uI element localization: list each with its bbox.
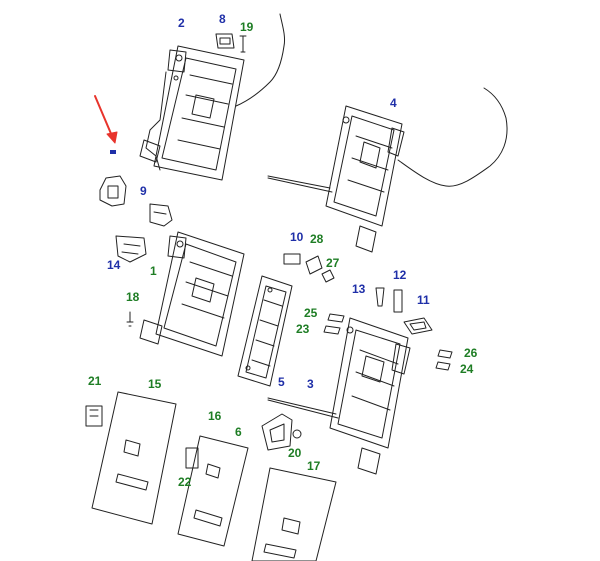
callout-22: 22	[178, 475, 192, 489]
part-22-latch	[185, 447, 199, 469]
part-6-bracket	[261, 413, 293, 451]
callout-25: 25	[304, 306, 318, 320]
highlighted-bracket	[99, 175, 127, 207]
part-16-back-panel	[177, 435, 249, 547]
part-17-back-panel	[251, 467, 337, 561]
callout-2: 2	[178, 16, 185, 30]
part-12-pin	[393, 289, 403, 313]
callout-16: 16	[208, 409, 222, 423]
callout-8: 8	[219, 12, 226, 26]
part-28-clip	[305, 255, 323, 275]
part-4-seat-back-frame	[267, 105, 405, 253]
callout-5: 5	[278, 375, 285, 389]
callout-28: 28	[310, 232, 324, 246]
callout-23: 23	[296, 322, 310, 336]
pointer-arrow	[94, 95, 118, 144]
part-8-bracket	[215, 33, 235, 49]
callout-9: 9	[140, 184, 147, 198]
part-23-fastener	[323, 325, 341, 335]
part-15-back-panel	[91, 391, 177, 525]
callout-14: 14	[107, 258, 121, 272]
part-21-latch	[85, 405, 103, 427]
part-25-fastener	[327, 313, 345, 323]
callout-27: 27	[326, 256, 340, 270]
part-18-bolt	[126, 311, 134, 327]
callout-boxed	[110, 150, 116, 154]
part-24-fastener	[435, 361, 451, 371]
part-14-latch	[115, 235, 147, 263]
part-19-bolt	[239, 35, 247, 53]
callout-18: 18	[126, 290, 140, 304]
callout-12: 12	[393, 268, 407, 282]
part-13-bolt	[375, 287, 385, 307]
callout-21: 21	[88, 374, 102, 388]
part-10-clip	[283, 253, 301, 265]
callout-13: 13	[352, 282, 366, 296]
callout-10: 10	[290, 230, 304, 244]
part-9-latch	[149, 203, 173, 227]
callout-26: 26	[464, 346, 478, 360]
callout-19: 19	[240, 20, 254, 34]
release-cable-lower	[397, 87, 508, 187]
part-20-washer	[292, 429, 302, 439]
part-1-seat-back-frame	[139, 231, 245, 357]
part-5-seat-back-panel	[237, 275, 293, 387]
callout-1: 1	[150, 264, 157, 278]
callout-11: 11	[417, 293, 430, 307]
part-2-seat-back-frame	[139, 45, 245, 181]
part-11-cover	[403, 317, 433, 335]
callout-15: 15	[148, 377, 162, 391]
release-cable-upper	[235, 13, 285, 107]
callout-4: 4	[390, 96, 397, 110]
part-26-fastener	[437, 349, 453, 359]
callout-20: 20	[288, 446, 302, 460]
part-3-seat-back-frame	[267, 317, 411, 475]
callout-17: 17	[307, 459, 321, 473]
callout-6: 6	[235, 425, 242, 439]
callout-3: 3	[307, 377, 314, 391]
callout-24: 24	[460, 362, 474, 376]
part-27-clip	[321, 269, 335, 283]
